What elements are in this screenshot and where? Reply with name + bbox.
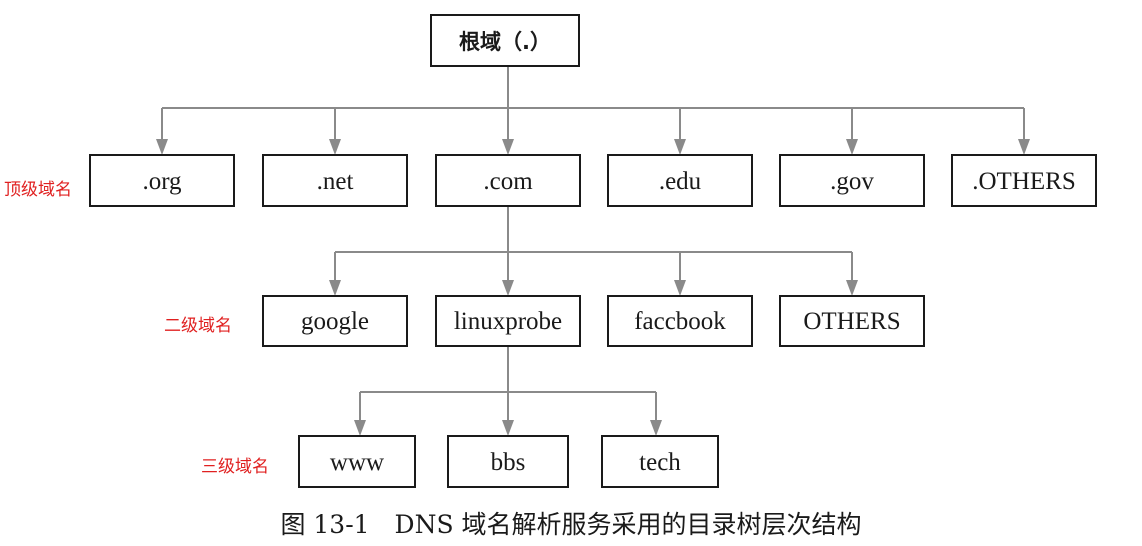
node-google-label: google (301, 308, 369, 335)
level-label-top: 顶级域名 (4, 180, 72, 200)
node-gov-label: .gov (830, 168, 874, 195)
node-com: .com (435, 154, 581, 207)
node-bbs-label: bbs (491, 449, 526, 476)
third-level-nodes: www bbs tech (298, 435, 719, 488)
node-org-label: .org (142, 168, 182, 195)
node-edu: .edu (607, 154, 753, 207)
root-node: 根域（.） (430, 14, 580, 67)
node-gov: .gov (779, 154, 925, 207)
node-com-label: .com (483, 168, 533, 195)
node-others-second: OTHERS (779, 295, 925, 347)
connectors-root-to-top (156, 66, 1030, 155)
node-google: google (262, 295, 408, 347)
figure-caption: 图 13-1 DNS 域名解析服务采用的目录树层次结构 (280, 510, 862, 539)
connectors-com-to-second (329, 206, 858, 296)
node-www-label: www (330, 449, 384, 476)
node-org: .org (89, 154, 235, 207)
node-www: www (298, 435, 416, 488)
node-others-top: .OTHERS (951, 154, 1097, 207)
node-net: .net (262, 154, 408, 207)
level-label-second: 二级域名 (164, 316, 232, 336)
node-others-second-label: OTHERS (803, 308, 900, 335)
second-level-nodes: google linuxprobe faccbook OTHERS (262, 295, 925, 347)
dns-tree-diagram: 根域（.） .org .net .com .edu .gov .OTHERS (89, 14, 1097, 488)
node-faccbook-label: faccbook (634, 308, 726, 335)
root-label: 根域（.） (459, 30, 551, 54)
node-edu-label: .edu (659, 168, 702, 195)
top-level-nodes: .org .net .com .edu .gov .OTHERS (89, 154, 1097, 207)
node-others-top-label: .OTHERS (972, 168, 1075, 195)
node-bbs: bbs (447, 435, 569, 488)
level-label-third: 三级域名 (201, 457, 269, 477)
node-faccbook: faccbook (607, 295, 753, 347)
node-linuxprobe-label: linuxprobe (454, 308, 562, 335)
connectors-linuxprobe-to-third (354, 346, 662, 436)
node-tech-label: tech (639, 449, 681, 476)
node-net-label: .net (317, 168, 354, 195)
node-tech: tech (601, 435, 719, 488)
node-linuxprobe: linuxprobe (435, 295, 581, 347)
